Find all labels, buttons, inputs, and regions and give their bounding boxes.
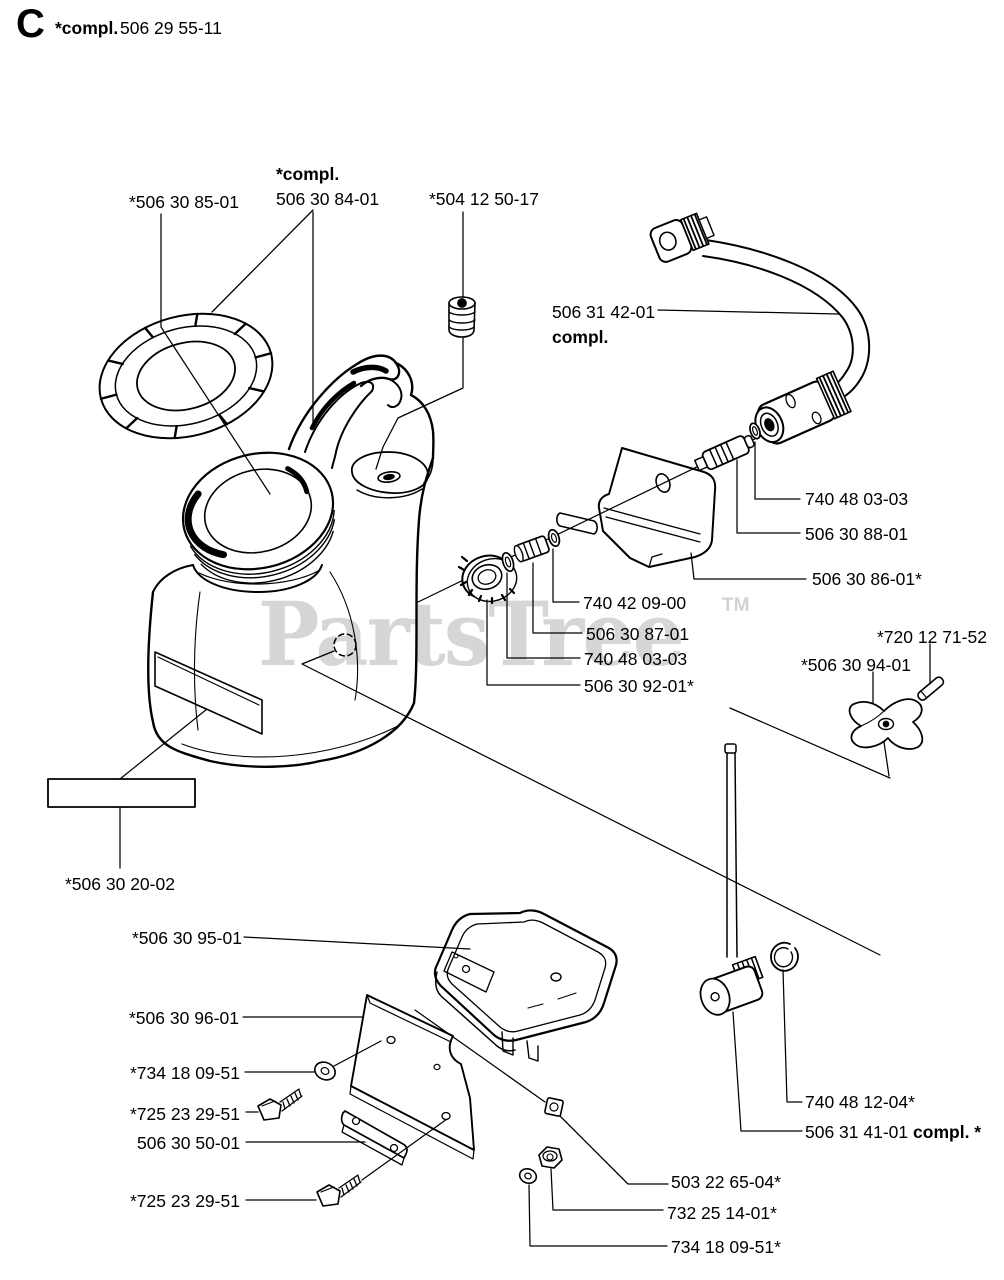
oring-top-drawing bbox=[749, 422, 761, 440]
part-label-nut-square: 503 22 65-04* bbox=[671, 1172, 781, 1192]
oring-mid-drawing bbox=[547, 528, 561, 548]
header-part-number: 506 29 55-11 bbox=[120, 18, 222, 38]
part-label-washer-bottom: 734 18 09-51* bbox=[671, 1237, 781, 1257]
part-label-washer-mid: 740 48 03-03 bbox=[584, 649, 688, 669]
part-label-pump: 506 31 41-01 compl. * bbox=[805, 1120, 981, 1145]
section-letter: C bbox=[16, 2, 45, 46]
bar-drawing bbox=[340, 1110, 408, 1166]
part-label-oring-pump: 740 48 12-04* bbox=[805, 1092, 915, 1112]
part-label-fitting: 506 30 87-01 bbox=[586, 624, 690, 644]
header-compl-label: *compl. bbox=[55, 18, 119, 38]
tank-part-number: 506 30 84-01 bbox=[276, 189, 380, 209]
cap-ring-drawing bbox=[98, 312, 274, 440]
oring-pump-drawing bbox=[770, 941, 799, 972]
wing-knob-drawing bbox=[848, 698, 924, 750]
decal-rect bbox=[47, 778, 196, 808]
hose-drawing bbox=[649, 212, 871, 445]
part-label-washer-left: *734 18 09-51 bbox=[130, 1063, 240, 1083]
part-label-nut-hex: 732 25 14-01* bbox=[667, 1203, 777, 1223]
part-label-oring-top: 740 48 03-03 bbox=[805, 489, 909, 509]
plate-drawing bbox=[349, 994, 475, 1160]
part-label-wing-knob: *506 30 94-01 bbox=[801, 655, 911, 675]
part-label-bar: 506 30 50-01 bbox=[137, 1133, 241, 1153]
hose-compl: compl. bbox=[552, 327, 609, 347]
pump-part-number: 506 31 41-01 bbox=[805, 1122, 909, 1142]
pin-drawing bbox=[917, 676, 945, 701]
nut-hex-drawing bbox=[538, 1146, 563, 1169]
part-label-pin: *720 12 71-52 bbox=[877, 627, 987, 647]
part-label-screw-upper: *725 23 29-51 bbox=[130, 1104, 240, 1124]
watermark-tm: TM bbox=[722, 595, 750, 616]
washer-left-drawing bbox=[314, 1061, 336, 1081]
compl-prefix: *compl. bbox=[276, 164, 340, 184]
part-label-tray: *506 30 95-01 bbox=[132, 928, 242, 948]
part-label-tank-complete: *compl. 506 30 84-01 bbox=[276, 162, 379, 212]
part-label-plug: *504 12 50-17 bbox=[429, 189, 539, 209]
leader-lines bbox=[119, 209, 931, 1247]
part-label-cap-ring: *506 30 85-01 bbox=[129, 192, 239, 212]
hidden-hole-dashed-circle bbox=[333, 633, 357, 657]
ring-nut-drawing bbox=[457, 554, 518, 605]
pump-rod-drawing bbox=[699, 743, 764, 1016]
part-label-hose: 506 31 42-01 compl. bbox=[552, 300, 655, 350]
washer-mid-drawing bbox=[501, 551, 515, 573]
hose-connector-drawing bbox=[754, 370, 852, 445]
washer-bottom-drawing bbox=[518, 1168, 538, 1184]
part-label-oring-mid: 740 42 09-00 bbox=[583, 593, 687, 613]
screw-upper-drawing bbox=[257, 1088, 303, 1121]
screw-lower-drawing bbox=[316, 1174, 362, 1207]
tank-drawing bbox=[146, 354, 435, 768]
part-label-plate: *506 30 96-01 bbox=[129, 1008, 239, 1028]
tray-drawing bbox=[433, 909, 618, 1062]
plug-drawing bbox=[448, 296, 476, 338]
nut-square-drawing bbox=[544, 1097, 564, 1117]
part-label-decal: *506 30 20-02 bbox=[65, 874, 175, 894]
fitting-drawing bbox=[513, 535, 550, 563]
part-label-screw-lower: *725 23 29-51 bbox=[130, 1191, 240, 1211]
pump-compl: compl. * bbox=[913, 1122, 982, 1142]
part-label-ring-nut: 506 30 92-01* bbox=[584, 676, 694, 696]
hose-part-number: 506 31 42-01 bbox=[552, 302, 656, 322]
valve-drawing bbox=[693, 434, 755, 472]
bracket-drawing bbox=[556, 447, 717, 568]
watermark-text: PartsTree bbox=[258, 582, 685, 686]
part-label-valve: 506 30 88-01 bbox=[805, 524, 909, 544]
part-label-bracket: 506 30 86-01* bbox=[812, 569, 922, 589]
